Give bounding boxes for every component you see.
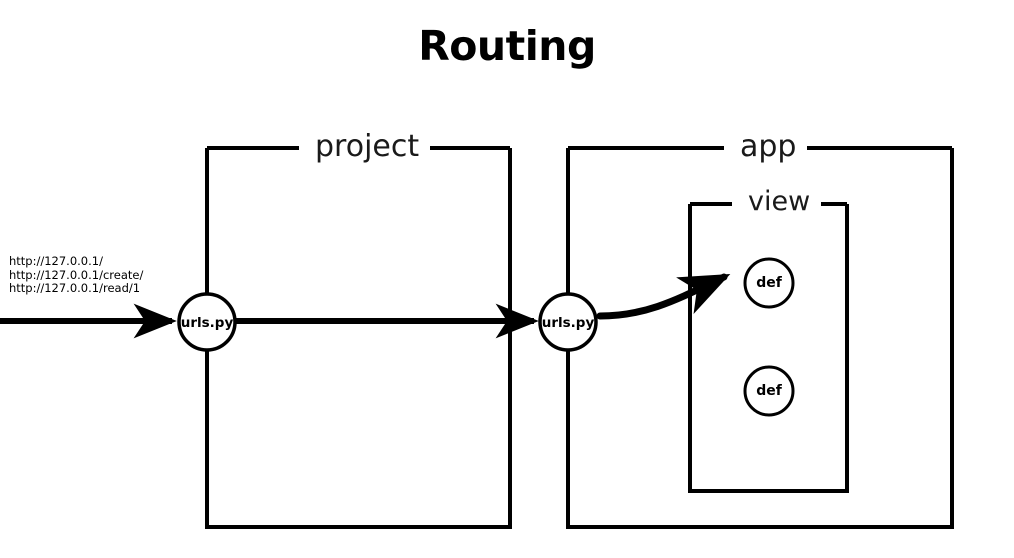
project-urls-node[interactable] <box>177 292 237 352</box>
view-def-node-1[interactable] <box>743 257 795 309</box>
view-def-node-1-label: def <box>756 275 782 291</box>
app-urls-node[interactable] <box>538 292 598 352</box>
request-url-list: http://127.0.0.1/ http://127.0.0.1/creat… <box>9 254 144 296</box>
view-def-node-2-label: def <box>756 383 782 399</box>
view-box-legend: view <box>737 188 822 215</box>
request-url-item: http://127.0.0.1/create/ <box>9 267 144 282</box>
urls-to-view-curved-arrow <box>596 273 731 320</box>
project-box <box>205 146 512 529</box>
view-box <box>688 202 849 493</box>
view-def-node-2[interactable] <box>743 365 795 417</box>
project-box-legend: project <box>304 132 431 162</box>
request-url-item: http://127.0.0.1/ <box>9 254 103 268</box>
app-urls-node-label: urls.py <box>541 315 595 331</box>
page-title: Routing <box>418 22 596 70</box>
request-url-item: http://127.0.0.1/read/1 <box>9 281 141 296</box>
project-urls-node-label: urls.py <box>180 315 234 331</box>
app-box-legend: app <box>729 132 808 162</box>
